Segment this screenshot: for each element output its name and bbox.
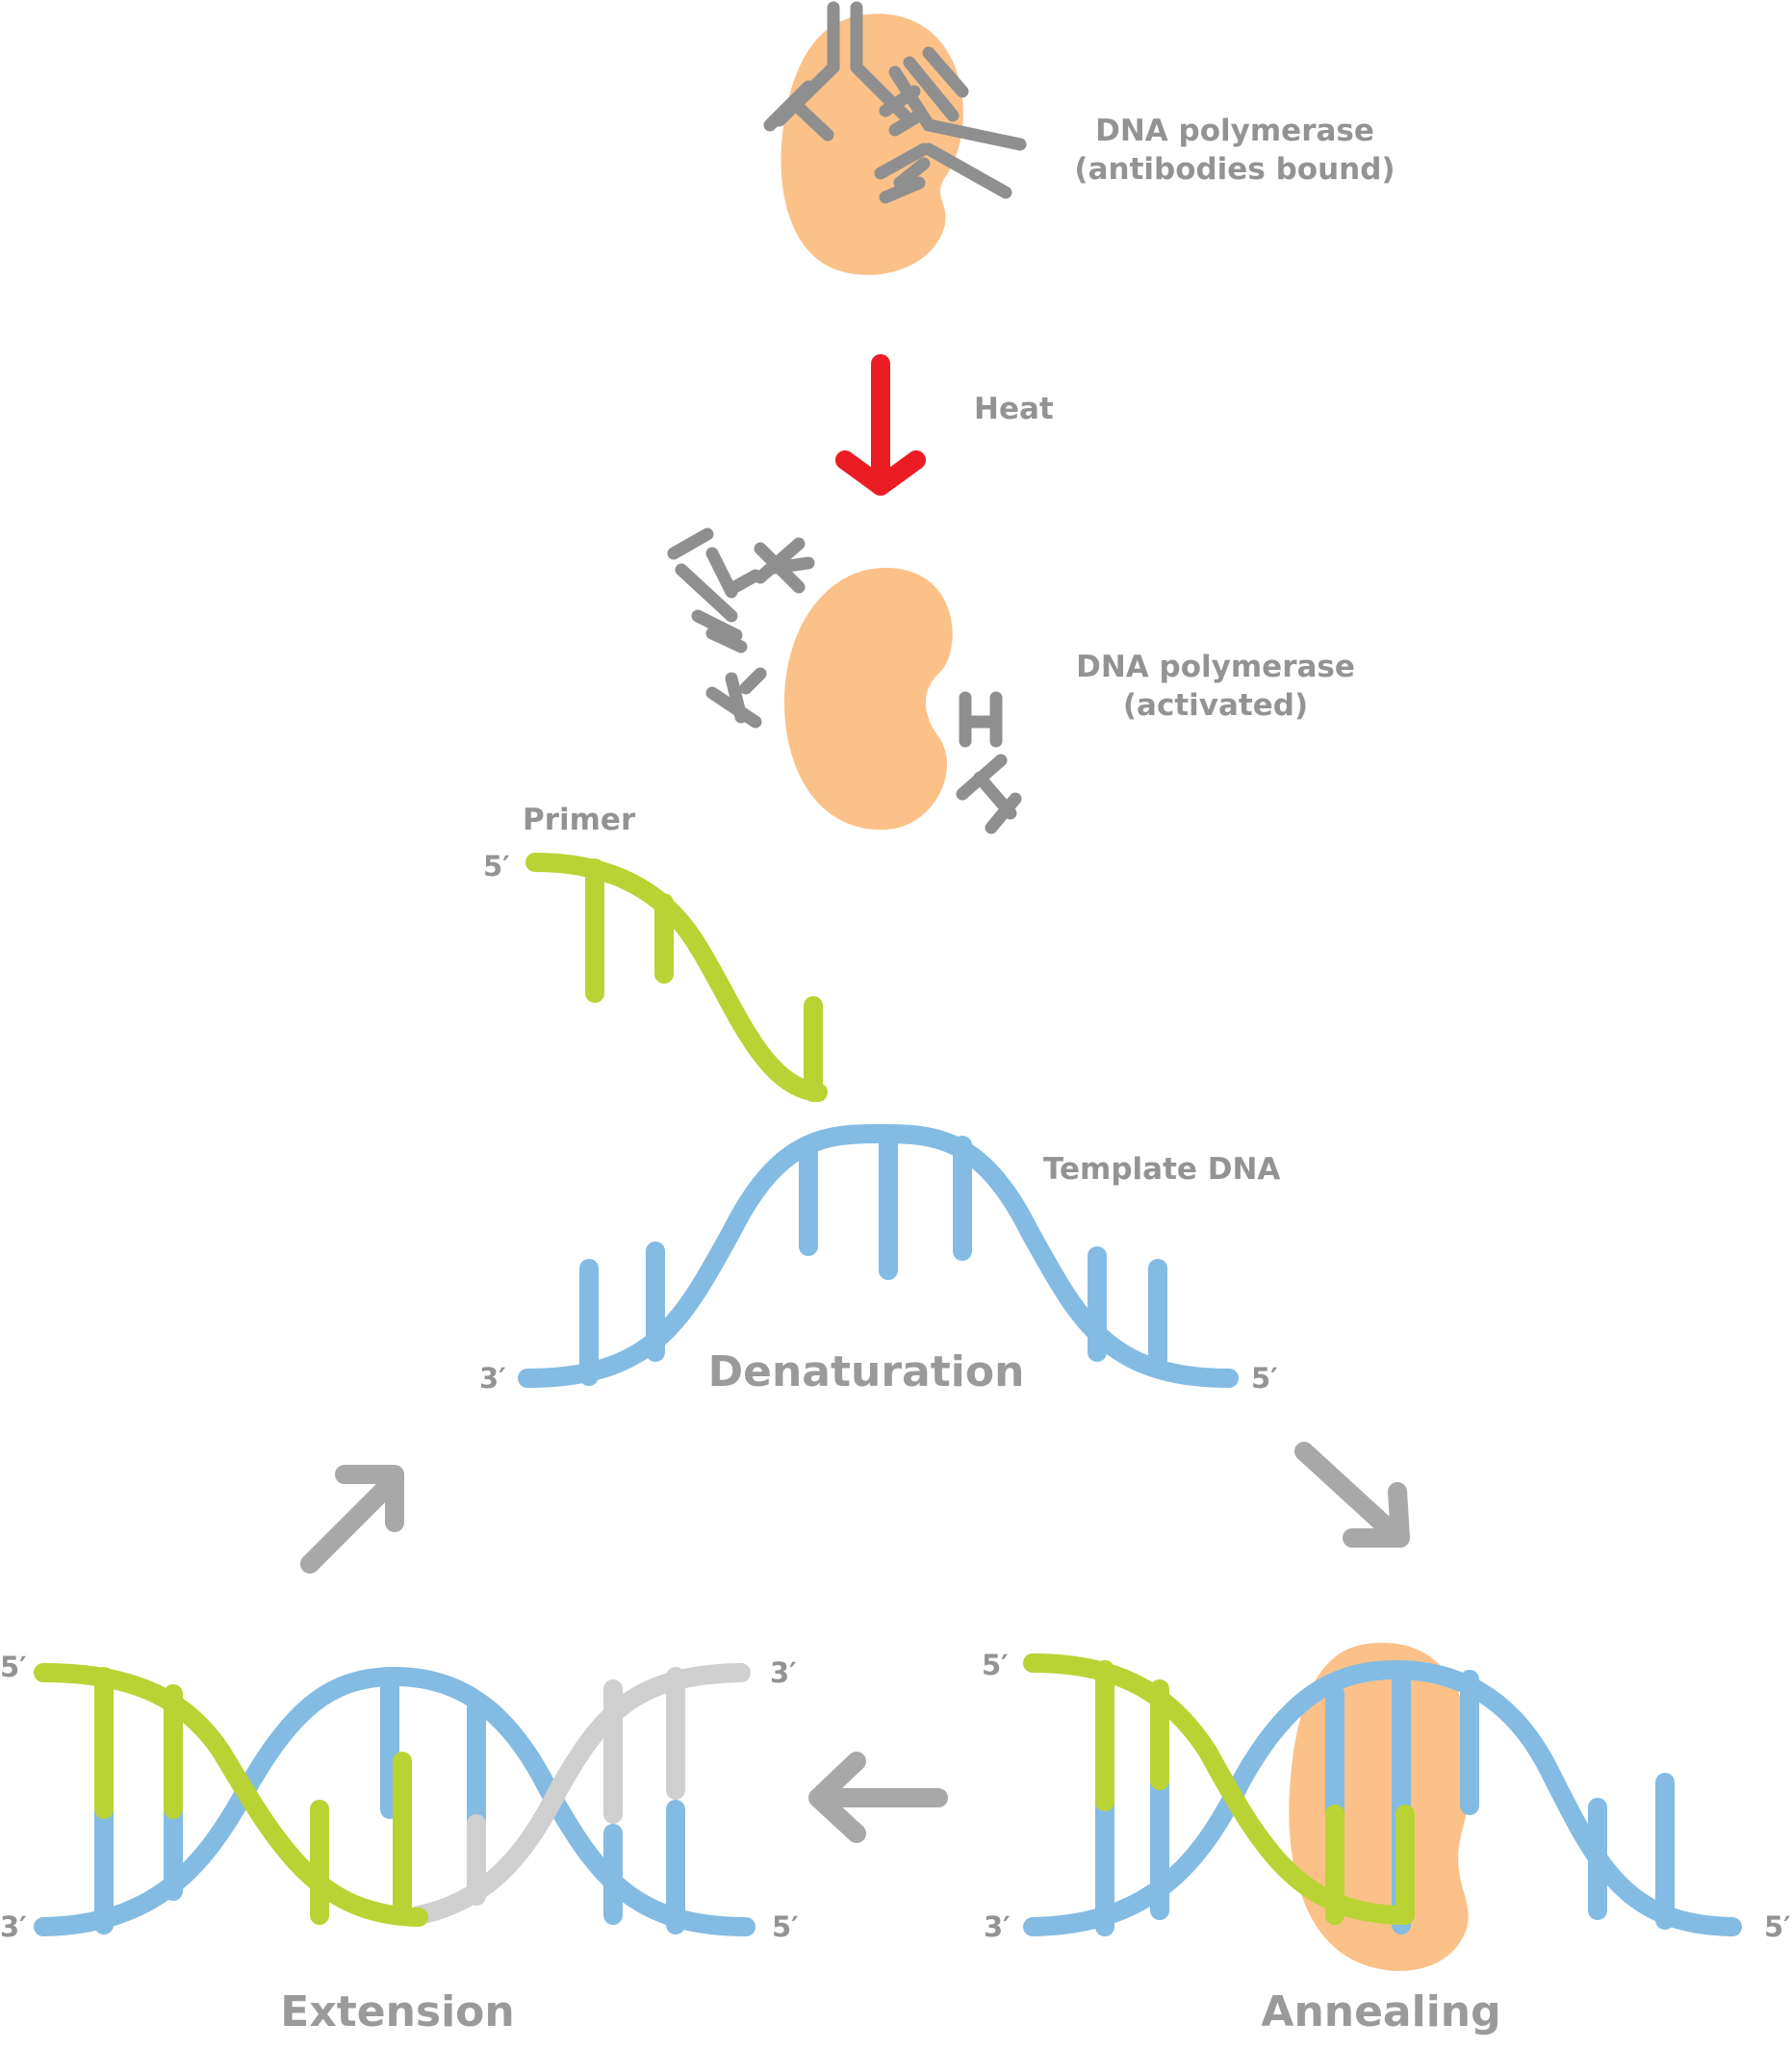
cycle-arrow-to-denaturation (300, 1465, 404, 1574)
antibodies-released (667, 527, 1022, 834)
antibody-icon (763, 80, 834, 141)
template-3-prime-end: 3′ (479, 1362, 506, 1395)
polymerase-bound-label: DNA polymerase (1095, 114, 1374, 148)
stage-extension-label: Extension (280, 1987, 514, 2036)
cycle-arrow-to-annealing (1294, 1442, 1410, 1548)
extension-3-prime-end-right: 3′ (770, 1656, 797, 1689)
template-strand (518, 1123, 1239, 1388)
polymerase-bound-sublabel: (antibodies bound) (1074, 152, 1395, 187)
antibody-icon (754, 537, 815, 594)
extension-template-strand (34, 1666, 755, 1936)
annealing-3-prime-end: 3′ (984, 1910, 1011, 1943)
stage-annealing-label: Annealing (1261, 1987, 1500, 2036)
antibody-icon (922, 46, 969, 98)
stage-denaturation-label: Denaturation (708, 1347, 1025, 1396)
antibody-icon (773, 1, 916, 127)
antibody-icon (879, 85, 926, 137)
extension-primer-strand (34, 1663, 428, 1927)
annealing-group: 5′ 3′ 5′ Annealing (982, 1642, 1791, 2036)
polymerase-active-sublabel: (activated) (1123, 688, 1308, 723)
antibody-icon (874, 142, 1012, 204)
antibody-icon (691, 609, 748, 653)
primer-strand (525, 853, 828, 1102)
template-label: Template DNA (1043, 1152, 1280, 1187)
template-5-prime-end: 5′ (1251, 1362, 1278, 1395)
annealing-5-prime-end: 5′ (982, 1649, 1009, 1681)
antibody-icon (667, 527, 762, 623)
primer-5-prime-end: 5′ (483, 850, 510, 883)
extension-3-prime-end: 3′ (0, 1910, 27, 1943)
antibodies-bound (763, 1, 1027, 204)
extension-5-prime-end: 5′ (0, 1651, 27, 1683)
polymerase-active-label: DNA polymerase (1076, 650, 1355, 684)
heat-label: Heat (974, 392, 1054, 426)
primer-label: Primer (523, 803, 636, 837)
antibody-icon (705, 667, 767, 729)
polymerase-active-blob (784, 568, 953, 831)
annealing-primer-strand (1023, 1653, 1415, 1925)
heat-arrow (835, 354, 926, 496)
cycle-arrow-to-extension (808, 1752, 948, 1843)
polymerase-active-group: DNA polymerase (activated) (667, 527, 1355, 834)
extension-5-prime-end-right: 5′ (772, 1910, 799, 1943)
polymerase-bound-group: DNA polymerase (antibodies bound) (763, 1, 1395, 275)
antibody-icon (956, 754, 1022, 834)
extension-new-strand (409, 1663, 751, 1925)
annealing-5-prime-end-right: 5′ (1764, 1910, 1791, 1943)
antibody-icon (959, 691, 1003, 748)
extension-group: 5′ 3′ 3′ 5′ Extension (0, 1651, 799, 2036)
